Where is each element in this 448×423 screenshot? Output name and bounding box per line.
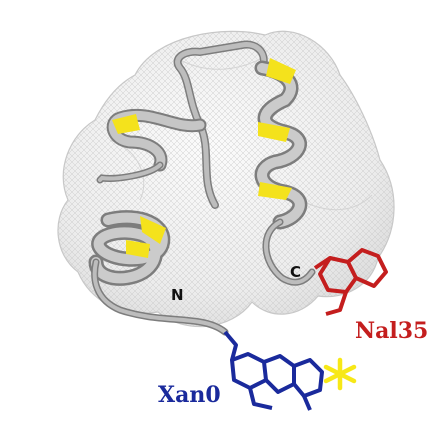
n-terminus-label: N: [171, 286, 184, 304]
nal35-molecule: [313, 248, 388, 316]
c-terminus-label: C: [290, 263, 301, 281]
asterisk-star-icon: [323, 357, 357, 391]
nal35-label: Nal35: [355, 318, 428, 344]
xan0-molecule: [223, 330, 324, 411]
xan0-label: Xan0: [158, 382, 221, 408]
helix-highlights: [112, 58, 296, 258]
